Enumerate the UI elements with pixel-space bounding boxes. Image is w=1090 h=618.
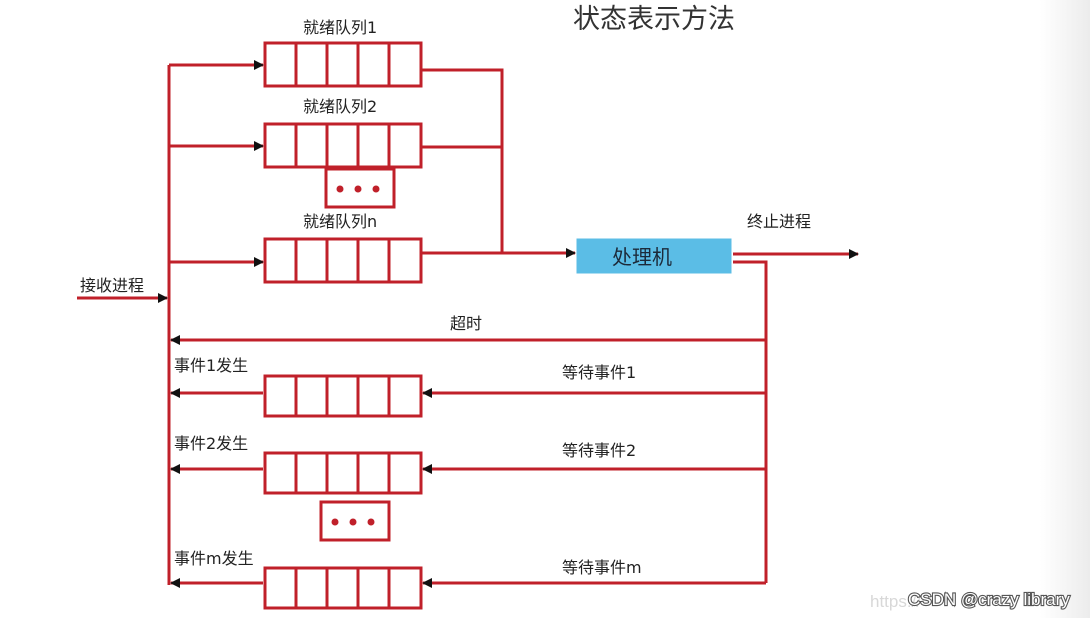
ready-queue-n: 就绪队列n xyxy=(169,212,576,284)
wait-queue-1: 事件1发生 等待事件1 xyxy=(170,356,766,418)
receive-process-label: 接收进程 xyxy=(80,276,144,295)
event-m-label: 事件m发生 xyxy=(174,549,254,568)
ready-queue-1-box xyxy=(263,41,423,88)
wait-queue-2: 事件2发生 等待事件2 xyxy=(170,434,766,495)
wait-event-m-label: 等待事件m xyxy=(562,558,642,577)
processor-label: 处理机 xyxy=(612,245,672,269)
wait-event-1-label: 等待事件1 xyxy=(562,363,636,382)
wait-queue-1-box xyxy=(263,374,423,418)
terminate-label: 终止进程 xyxy=(747,212,811,231)
wait-queue-m: 事件m发生 等待事件m xyxy=(170,549,766,610)
processor-box xyxy=(576,238,732,274)
ready-queue-n-box xyxy=(263,237,423,284)
diagram-title: 状态表示方法 xyxy=(573,4,735,35)
processor: 处理机 xyxy=(576,238,732,274)
wait-event-2-label: 等待事件2 xyxy=(562,441,636,460)
right-return-trunk xyxy=(733,260,768,583)
ready-queue-1-label: 就绪队列1 xyxy=(303,18,377,37)
ready-queue-1: 就绪队列1 xyxy=(169,18,504,253)
wait-queue-m-box xyxy=(263,566,423,610)
wait-queue-2-box xyxy=(263,451,423,495)
timeout-label: 超时 xyxy=(450,314,482,333)
right-edge-shade xyxy=(1040,0,1090,618)
watermark: https:// CSDN @crazy library xyxy=(870,589,1071,611)
ready-queue-ellipsis xyxy=(324,167,396,209)
watermark-text: CSDN @crazy library xyxy=(908,590,1070,609)
watermark-prefix: https:// xyxy=(870,592,921,611)
event-1-label: 事件1发生 xyxy=(174,356,248,375)
wait-queue-ellipsis xyxy=(319,500,391,542)
ready-queue-2-label: 就绪队列2 xyxy=(303,97,377,116)
ready-queue-n-label: 就绪队列n xyxy=(303,212,377,231)
ready-queue-2: 就绪队列2 xyxy=(169,97,502,169)
event-2-label: 事件2发生 xyxy=(174,434,248,453)
ready-queue-2-box xyxy=(263,122,423,169)
